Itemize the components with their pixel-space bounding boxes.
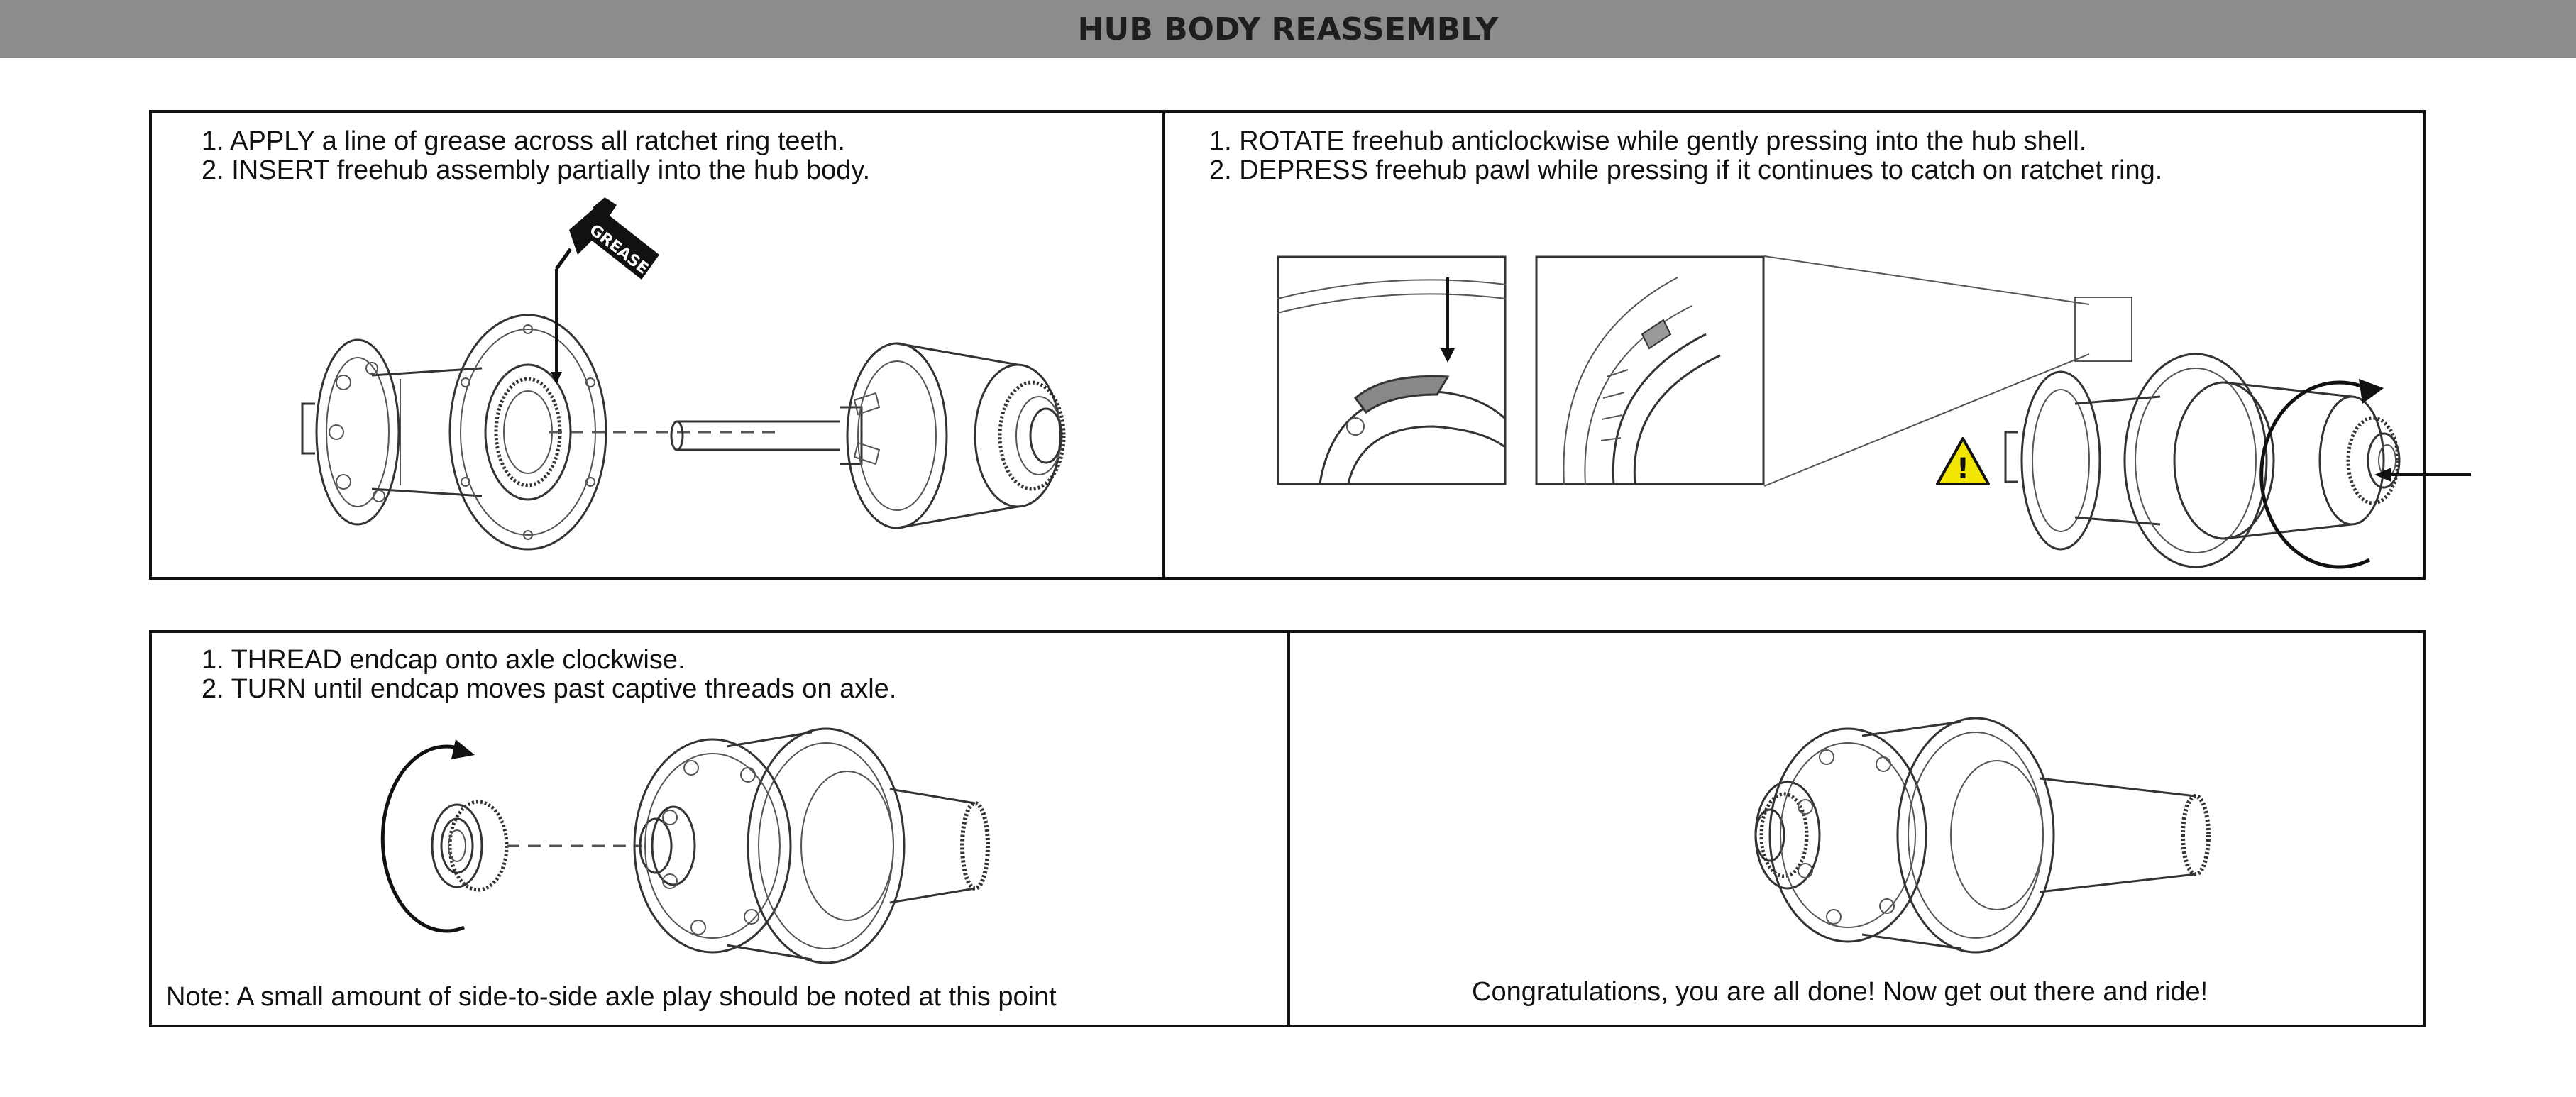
step-item: 1. ROTATE freehub anticlockwise while ge… [1209, 126, 2087, 156]
rotation-arrow-icon [2259, 379, 2384, 569]
step-item: 2. INSERT freehub assembly partially int… [202, 155, 871, 185]
note-text: Note: A small amount of side-to-side axl… [166, 982, 1057, 1012]
completion-message: Congratulations, you are all done! Now g… [1472, 977, 2208, 1007]
endcap-rotation-arrow-icon [380, 739, 475, 933]
warning-symbol: ! [1956, 453, 1969, 485]
step-list: 1. ROTATE freehub anticlockwise while ge… [1209, 127, 2162, 185]
step-item: 1. APPLY a line of grease across all rat… [202, 126, 845, 156]
hub-shell-illustration [301, 314, 776, 551]
panel-divider [1162, 113, 1165, 577]
pawl-detail-illustration [1277, 255, 1507, 485]
panel-divider [1287, 633, 1290, 1025]
freehub-assembly-illustration [670, 342, 1066, 529]
warning-icon: ! [1936, 437, 1990, 485]
page-header: HUB BODY REASSEMBLY [0, 0, 2576, 58]
step-item: 2. DEPRESS freehub pawl while pressing i… [1209, 155, 2163, 185]
grease-gun-icon: GREASE [551, 197, 659, 384]
hub-assembled-illustration [507, 727, 990, 964]
step-item: 1. THREAD endcap onto axle clockwise. [202, 645, 686, 675]
push-arrow-icon [2374, 468, 2471, 482]
page-title: HUB BODY REASSEMBLY [1077, 11, 1499, 48]
step-item: 2. TURN until endcap moves past captive … [202, 674, 897, 704]
top-panel-row: 1. APPLY a line of grease across all rat… [149, 110, 2471, 580]
step-list: 1. THREAD endcap onto axle clockwise. 2.… [202, 646, 896, 704]
hub-rotation-illustration [2004, 353, 2401, 568]
step-list: 1. APPLY a line of grease across all rat… [202, 127, 870, 185]
finished-hub-illustration [1754, 717, 2211, 954]
endcap-illustration [431, 800, 509, 892]
ratchet-detail-illustration [1535, 255, 1765, 485]
zoom-callout-lines [1763, 255, 2132, 487]
bottom-panel-row: 1. THREAD endcap onto axle clockwise. 2.… [149, 630, 2426, 1027]
